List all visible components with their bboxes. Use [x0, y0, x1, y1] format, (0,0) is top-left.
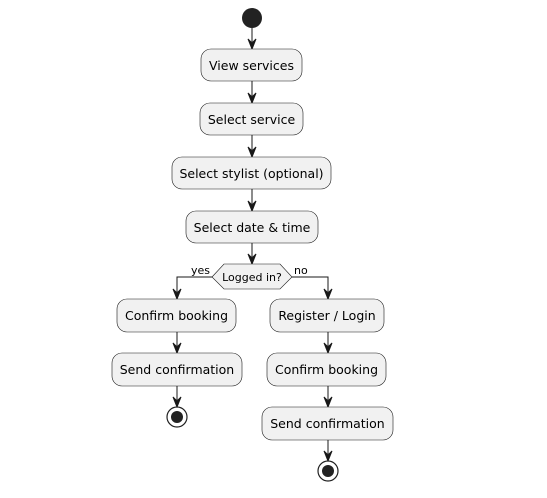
activity-label: Confirm booking [125, 308, 228, 323]
start-node [242, 8, 262, 28]
activity-no-send-confirmation: Send confirmation [261, 406, 394, 441]
activity-no-confirm-booking: Confirm booking [266, 352, 387, 387]
decision-logged-in: Logged in? [211, 263, 293, 290]
activity-select-stylist: Select stylist (optional) [171, 156, 332, 190]
activity-view-services: View services [200, 48, 303, 82]
end-node-no [317, 460, 339, 482]
activity-label: Send confirmation [120, 362, 234, 377]
activity-label: Register / Login [278, 308, 375, 323]
edges [172, 28, 333, 463]
end-node-yes [166, 406, 188, 428]
activity-select-service: Select service [199, 102, 304, 136]
activity-label: Select date & time [194, 220, 311, 235]
decision-yes-label: yes [191, 264, 210, 277]
activity-label: Select stylist (optional) [179, 166, 323, 181]
activity-yes-send-confirmation: Send confirmation [111, 352, 243, 387]
activity-label: Send confirmation [270, 416, 384, 431]
activity-label: Select service [208, 112, 296, 127]
activity-no-register-login: Register / Login [269, 298, 385, 333]
activity-yes-confirm-booking: Confirm booking [116, 298, 237, 333]
decision-no-label: no [294, 264, 308, 277]
activity-select-datetime: Select date & time [185, 210, 319, 244]
decision-question: Logged in? [222, 271, 282, 284]
activity-label: View services [209, 58, 294, 73]
activity-label: Confirm booking [275, 362, 378, 377]
